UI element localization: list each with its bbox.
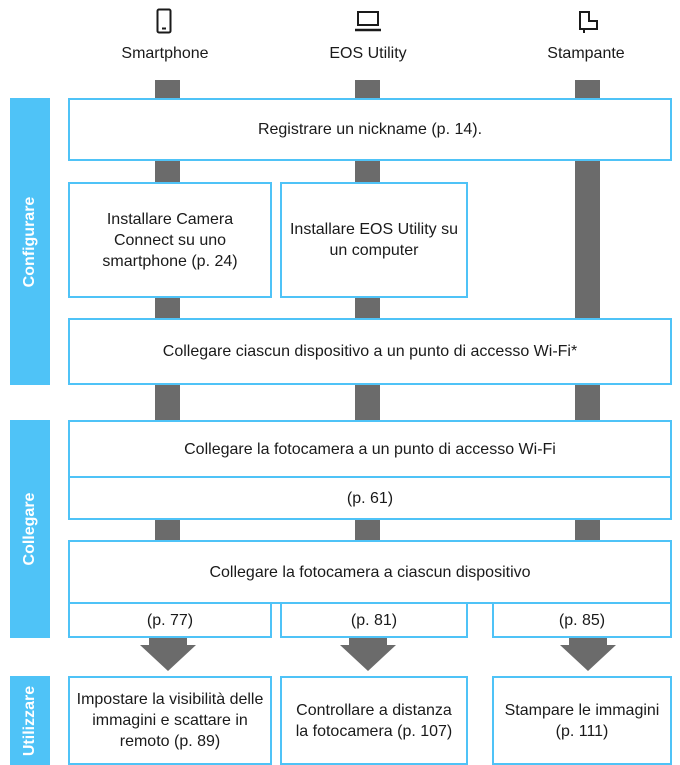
- step-install-camera-connect: Installare Camera Connect su uno smartph…: [68, 182, 272, 298]
- page-ref-smartphone-text: (p. 77): [146, 611, 194, 629]
- step-register-nickname-text: Registrare un nickname (p. 14).: [257, 121, 483, 138]
- connector-printer-5: [575, 520, 600, 540]
- arrow-stem-printer: [569, 638, 607, 646]
- step-connect-camera-devices: Collegare la fotocamera a ciascun dispos…: [68, 540, 672, 604]
- arrow-stem-eos: [349, 638, 387, 646]
- step-use-printer: Stampare le immagini (p. 111): [492, 676, 672, 765]
- arrow-down-printer: [560, 645, 616, 671]
- connector-eos-4: [355, 385, 380, 420]
- connector-eos-3: [355, 298, 380, 318]
- step-connect-devices-ap-text: Collegare ciascun dispositivo a un punto…: [162, 343, 578, 360]
- step-install-eos-utility: Installare EOS Utility su un computer: [280, 182, 468, 298]
- section-utilizzare: Utilizzare: [10, 676, 50, 765]
- connector-eos-5: [355, 520, 380, 540]
- device-label-smartphone: Smartphone: [121, 45, 209, 62]
- section-utilizzare-label: Utilizzare: [21, 685, 38, 756]
- step-use-eos-text: Controllare a distanza la fotocamera (p.…: [295, 701, 453, 740]
- connector-smartphone-top: [155, 80, 180, 100]
- page-ref-printer-text: (p. 85): [558, 611, 606, 629]
- step-connect-camera-devices-text: Collegare la fotocamera a ciascun dispos…: [209, 563, 531, 581]
- step-install-camera-connect-text: Installare Camera Connect su uno smartph…: [102, 210, 238, 270]
- step-register-nickname: Registrare un nickname (p. 14).: [68, 98, 672, 161]
- arrow-down-smartphone: [140, 645, 196, 671]
- connector-printer-4: [575, 385, 600, 420]
- connector-eos-top: [355, 80, 380, 100]
- step-use-smartphone: Impostare la visibilità delle immagini e…: [68, 676, 272, 765]
- connector-printer-2: [575, 161, 600, 318]
- step-connect-camera-ap-page-text: (p. 61): [346, 489, 394, 507]
- connector-smartphone-5: [155, 520, 180, 540]
- step-use-printer-text: Stampare le immagini (p. 111): [504, 701, 660, 740]
- page-ref-printer: (p. 85): [492, 602, 672, 638]
- step-connect-camera-ap: Collegare la fotocamera a un punto di ac…: [68, 420, 672, 478]
- step-connect-camera-ap-page: (p. 61): [68, 476, 672, 520]
- connector-smartphone-4: [155, 385, 180, 420]
- arrow-down-eos: [340, 645, 396, 671]
- connector-printer-top: [575, 80, 600, 100]
- section-collegare: Collegare: [10, 420, 50, 638]
- step-use-smartphone-text: Impostare la visibilità delle immagini e…: [76, 691, 264, 750]
- connector-smartphone-2: [155, 161, 180, 182]
- page-ref-eos-text: (p. 81): [350, 611, 398, 629]
- device-label-printer: Stampante: [547, 45, 625, 62]
- connector-smartphone-3: [155, 298, 180, 318]
- section-configurare-label: Configurare: [21, 196, 38, 287]
- printer-icon: [579, 11, 598, 33]
- device-label-eos-utility: EOS Utility: [329, 45, 407, 62]
- page-ref-smartphone: (p. 77): [68, 602, 272, 638]
- step-install-eos-utility-text: Installare EOS Utility su un computer: [289, 221, 459, 259]
- page-ref-eos: (p. 81): [280, 602, 468, 638]
- step-connect-camera-ap-text: Collegare la fotocamera a un punto di ac…: [184, 440, 556, 458]
- arrow-stem-smartphone: [149, 638, 187, 646]
- section-collegare-label: Collegare: [21, 492, 38, 566]
- smartphone-icon: [156, 8, 172, 34]
- laptop-icon: [355, 11, 381, 32]
- section-configurare: Configurare: [10, 98, 50, 385]
- step-use-eos: Controllare a distanza la fotocamera (p.…: [280, 676, 468, 765]
- connector-eos-2: [355, 161, 380, 182]
- step-connect-devices-ap: Collegare ciascun dispositivo a un punto…: [68, 318, 672, 385]
